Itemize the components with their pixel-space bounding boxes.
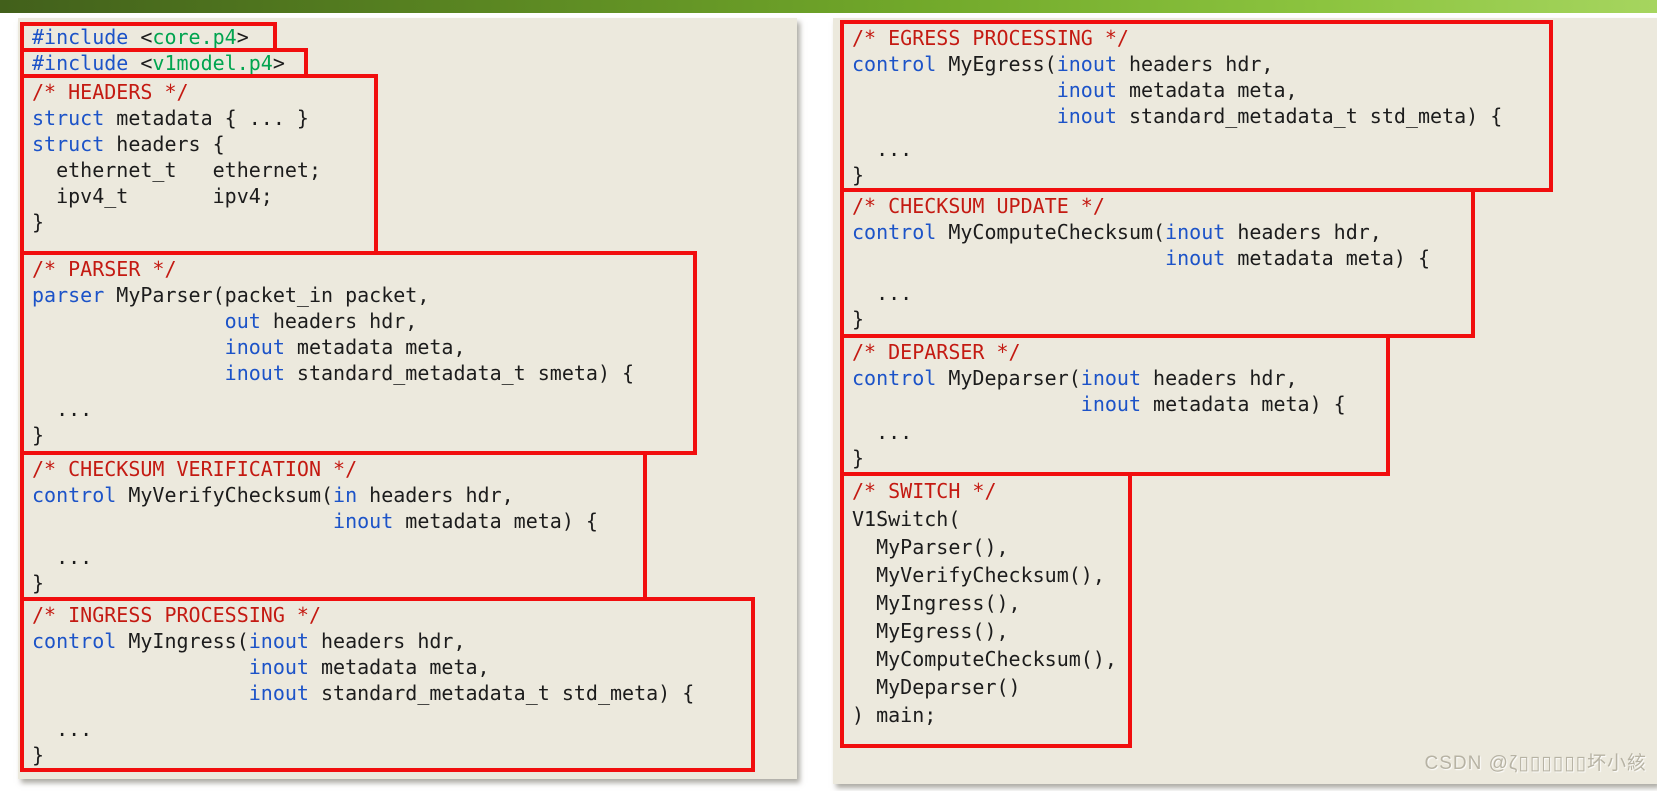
code-line: parser MyParser(packet_in packet, xyxy=(32,283,430,307)
code-line: MyParser(), xyxy=(852,535,1009,559)
code-line: MyEgress(), xyxy=(852,619,1009,643)
code-line: MyDeparser() xyxy=(852,675,1021,699)
code-line: struct metadata { ... } xyxy=(32,106,309,130)
code-line: control MyIngress(inout headers hdr, xyxy=(32,629,466,653)
code-panel-right xyxy=(833,18,1657,784)
code-box-headers: /* HEADERS */struct metadata { ... }stru… xyxy=(20,74,378,255)
code-line: out headers hdr, xyxy=(224,309,418,333)
code-line: ipv4_t ipv4; xyxy=(32,184,273,208)
code-line: ... xyxy=(32,545,93,569)
code-line: inout standard_metadata_t smeta) { xyxy=(224,361,635,385)
code-box-include-core: #include <core.p4> xyxy=(20,22,277,52)
code-line: inout metadata meta) { xyxy=(333,509,598,533)
code-box-switch: /* SWITCH */ V1Switch( MyParser(), MyVeri… xyxy=(840,472,1132,748)
code-line: ... xyxy=(852,420,913,444)
code-line: } xyxy=(852,446,865,470)
code-line: } xyxy=(32,210,45,234)
code-line: } xyxy=(852,163,865,187)
code-box-checksum-verification: /* CHECKSUM VERIFICATION */control MyVer… xyxy=(20,451,647,601)
code-line: /* HEADERS */ xyxy=(32,80,189,104)
code-line: inout metadata meta) { xyxy=(1080,392,1346,416)
code-line: struct headers { xyxy=(32,132,225,156)
code-line: V1Switch( xyxy=(852,507,961,531)
code-line: MyIngress(), xyxy=(852,591,1021,615)
code-line: /* CHECKSUM UPDATE */ xyxy=(852,194,1105,218)
code-line: ... xyxy=(32,717,93,741)
code-line: ethernet_t ethernet; xyxy=(32,158,321,182)
code-line: } xyxy=(32,423,45,447)
code-box-egress: /* EGRESS PROCESSING */control MyEgress(… xyxy=(840,20,1553,192)
code-line: control MyVerifyChecksum(in headers hdr, xyxy=(32,483,514,507)
code-line: } xyxy=(32,571,45,595)
code-line: #include <core.p4> xyxy=(32,25,249,49)
watermark-text: CSDN @ζ▯▯▯▯▯▯坏小絯 xyxy=(1424,753,1647,774)
code-line: /* PARSER */ xyxy=(32,257,177,281)
code-line: /* EGRESS PROCESSING */ xyxy=(852,26,1129,50)
code-panel-left xyxy=(18,18,797,779)
code-line: ... xyxy=(852,281,913,305)
code-line: control MyComputeChecksum(inout headers … xyxy=(852,220,1382,244)
code-line: ) main; xyxy=(852,703,937,727)
code-line: /* SWITCH */ xyxy=(852,479,997,503)
code-box-deparser: /* DEPARSER */control MyDeparser(inout h… xyxy=(840,334,1390,476)
code-line: inout standard_metadata_t std_meta) { xyxy=(1056,104,1503,128)
code-line: control MyEgress(inout headers hdr, xyxy=(852,52,1274,76)
code-line: control MyDeparser(inout headers hdr, xyxy=(852,366,1298,390)
code-line: ... xyxy=(32,397,93,421)
code-box-checksum-update: /* CHECKSUM UPDATE */control MyComputeCh… xyxy=(840,188,1475,338)
code-box-ingress: /* INGRESS PROCESSING */control MyIngres… xyxy=(20,597,755,772)
code-line: /* DEPARSER */ xyxy=(852,340,1021,364)
slide-accent-bar xyxy=(0,0,1657,13)
code-line: inout metadata meta, xyxy=(1056,78,1298,102)
code-line: ... xyxy=(852,137,913,161)
code-box-parser: /* PARSER */parser MyParser(packet_in pa… xyxy=(20,251,697,455)
code-line: } xyxy=(852,307,865,331)
code-line: inout metadata meta, xyxy=(224,335,466,359)
code-line: MyComputeChecksum(), xyxy=(852,647,1117,671)
code-line: inout metadata meta, xyxy=(248,655,490,679)
code-line: inout metadata meta) { xyxy=(1165,246,1430,270)
code-line: inout standard_metadata_t std_meta) { xyxy=(248,681,695,705)
code-line: MyVerifyChecksum(), xyxy=(852,563,1105,587)
code-line: } xyxy=(32,743,45,767)
code-line: /* INGRESS PROCESSING */ xyxy=(32,603,321,627)
code-line: #include <v1model.p4> xyxy=(32,51,285,75)
code-line: /* CHECKSUM VERIFICATION */ xyxy=(32,457,358,481)
